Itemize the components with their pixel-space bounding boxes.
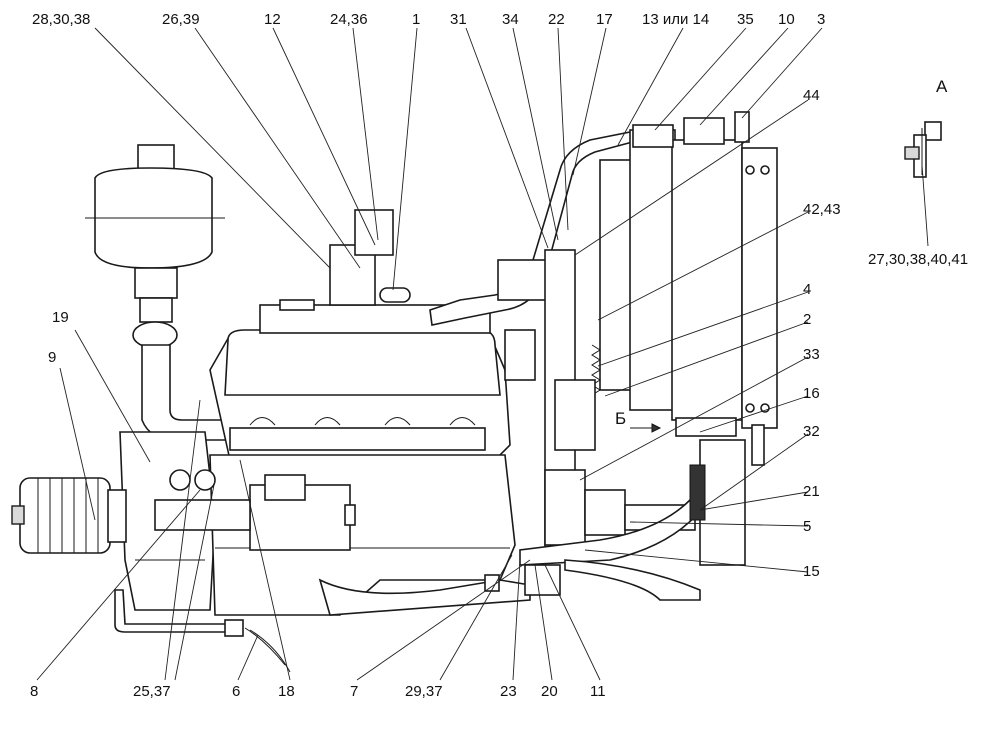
callout-13-14: 13 или 14	[642, 11, 709, 28]
view-a-detail	[904, 121, 942, 178]
callout-25-37: 25,37	[133, 683, 171, 700]
callout-35: 35	[737, 11, 754, 28]
view-mark-a: А	[936, 77, 948, 96]
pulley	[11, 477, 127, 554]
callout-16: 16	[803, 385, 820, 402]
callout-34: 34	[502, 11, 519, 28]
engine-drawing	[11, 111, 942, 673]
callout-3: 3	[817, 11, 825, 28]
callout-22: 22	[548, 11, 565, 28]
callout-5: 5	[803, 518, 811, 535]
callout-23: 23	[500, 683, 517, 700]
callout-31: 31	[450, 11, 467, 28]
callout-29-37: 29,37	[405, 683, 443, 700]
air-filter-tank	[85, 144, 231, 441]
view-mark-b: Б	[615, 409, 626, 428]
callout-6: 6	[232, 683, 240, 700]
fan-radiator	[544, 111, 778, 551]
callout-15: 15	[803, 563, 820, 580]
callout-33: 33	[803, 346, 820, 363]
callout-18: 18	[278, 683, 295, 700]
callout-21: 21	[803, 483, 820, 500]
callout-2: 2	[803, 311, 811, 328]
callout-10: 10	[778, 11, 795, 28]
callout-44: 44	[803, 87, 820, 104]
callout-labels: 28,30,38 26,39 12 24,36 1 31 34 22 17 13…	[30, 11, 968, 700]
callout-17: 17	[596, 11, 613, 28]
callout-26-39: 26,39	[162, 11, 200, 28]
callout-24-36: 24,36	[330, 11, 368, 28]
callout-12: 12	[264, 11, 281, 28]
drive-shaft	[519, 439, 746, 596]
callout-4: 4	[803, 281, 811, 298]
callout-19: 19	[52, 309, 69, 326]
engine-block	[209, 299, 531, 616]
callout-42-43: 42,43	[803, 201, 841, 218]
callout-9: 9	[48, 349, 56, 366]
callout-8: 8	[30, 683, 38, 700]
callout-20: 20	[541, 683, 558, 700]
callout-28-30-38: 28,30,38	[32, 11, 90, 28]
lower-pipes	[114, 559, 701, 673]
callout-7: 7	[350, 683, 358, 700]
callout-11: 11	[590, 683, 606, 700]
callout-27-30-38-40-41: 27,30,38,40,41	[868, 251, 968, 268]
callout-32: 32	[803, 423, 820, 440]
callout-1: 1	[412, 11, 420, 28]
leader-lines	[36, 27, 929, 681]
starter	[154, 469, 356, 551]
